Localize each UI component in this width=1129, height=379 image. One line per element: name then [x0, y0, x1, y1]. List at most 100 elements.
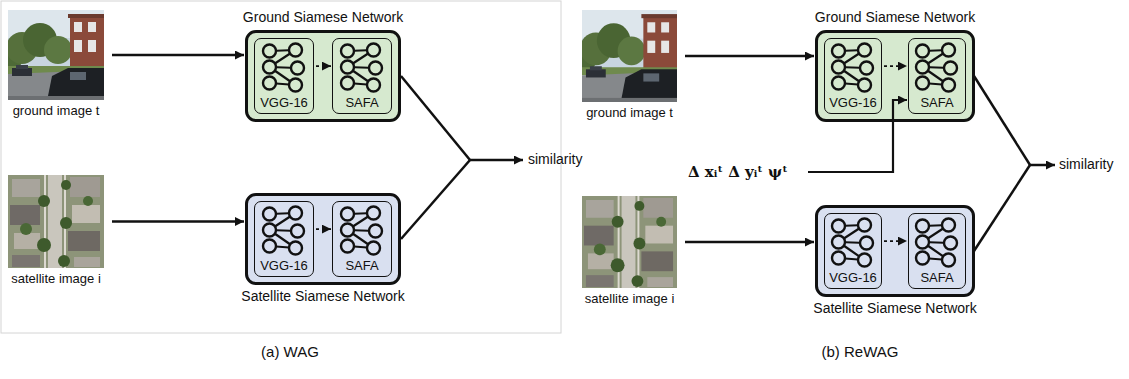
module-name: SAFA: [909, 95, 965, 111]
network-glyph-node: [916, 252, 929, 265]
photo-detail: [37, 238, 51, 252]
photo-detail: [8, 96, 104, 100]
photo-detail: [633, 238, 645, 250]
network-glyph: [909, 41, 964, 95]
merge-line: [974, 76, 1030, 165]
photo-detail: [12, 68, 32, 76]
photo-detail: [588, 253, 614, 269]
photo-detail: [48, 68, 104, 96]
network-glyph-node: [916, 77, 929, 90]
photo-detail: [612, 216, 624, 228]
input-arrow: [112, 220, 244, 223]
network-glyph-node: [858, 219, 871, 232]
network-glyph-node: [289, 79, 302, 92]
similarity-label: similarity: [528, 151, 582, 168]
photo-detail: [74, 22, 82, 32]
network-glyph-node: [341, 240, 354, 253]
photo-detail: [622, 196, 636, 288]
network-glyph-node: [860, 237, 873, 250]
network-glyph: [333, 41, 390, 95]
network-glyph-node: [832, 45, 845, 58]
photo-detail: [88, 40, 96, 52]
input-arrow: [112, 54, 244, 57]
dotted-arrow: [316, 65, 331, 67]
photo-detail: [8, 175, 104, 268]
network-glyph: [909, 216, 964, 270]
image-caption: ground image t: [560, 105, 700, 121]
vgg-module: VGG-16: [254, 201, 314, 277]
box-fill: [824, 38, 882, 114]
photo-detail: [594, 243, 606, 255]
network-glyph-node: [263, 61, 276, 74]
network-glyph-node: [916, 220, 929, 233]
box-fill: [245, 30, 401, 122]
satellite-network-box: Satellite Siamese NetworkVGG-16SAFA: [245, 193, 401, 285]
network-glyph-node: [860, 62, 873, 75]
photo-detail: [647, 41, 655, 53]
network-glyph-node: [832, 61, 845, 74]
photo-detail: [643, 16, 677, 73]
merge-line: [974, 165, 1030, 251]
photo-detail: [590, 66, 602, 70]
photo-detail: [60, 217, 72, 229]
network-glyph-node: [289, 44, 302, 57]
network-glyph-node: [367, 242, 380, 255]
network-glyph-node: [341, 77, 354, 90]
photo-detail: [647, 277, 673, 287]
network-glyph-node: [263, 240, 276, 253]
module-name: VGG-16: [825, 95, 881, 111]
module-name: SAFA: [333, 95, 391, 111]
box-fill: [815, 205, 975, 297]
network-glyph: [825, 41, 880, 95]
photo-detail: [586, 200, 614, 218]
pose-input-label: Δ xᵢᵗ Δ yᵢᵗ ψᵗ: [688, 163, 788, 181]
image-caption: satellite image i: [560, 291, 700, 307]
photo-detail: [622, 69, 677, 98]
similarity-arrow: [470, 159, 523, 162]
photo-detail: [641, 14, 677, 18]
pose-input-arrow: [808, 100, 907, 172]
network-glyph-node: [341, 224, 354, 237]
photo-detail: [582, 98, 677, 102]
network-glyph-node: [942, 79, 955, 92]
photo-detail: [634, 201, 644, 211]
photo-detail: [618, 37, 646, 66]
network-glyph-node: [942, 219, 955, 232]
box-fill: [815, 30, 975, 122]
dotted-arrow: [884, 240, 907, 242]
network-glyph-node: [263, 77, 276, 90]
module-name: SAFA: [909, 270, 965, 286]
network-title: Ground Siamese Network: [765, 9, 1025, 26]
network-title: Ground Siamese Network: [193, 9, 453, 26]
photo-detail: [70, 72, 86, 80]
photo-detail: [68, 14, 104, 18]
box-fill: [332, 38, 392, 114]
network-glyph-node: [289, 207, 302, 220]
vgg-module: VGG-16: [824, 213, 882, 289]
box-fill: [824, 213, 882, 289]
photo-detail: [44, 36, 72, 64]
network-glyph-node: [916, 236, 929, 249]
photo-detail: [14, 233, 40, 249]
photo-detail: [584, 226, 614, 246]
network-glyph: [255, 204, 312, 258]
network-glyph-node: [942, 44, 955, 57]
photo-detail: [586, 69, 606, 77]
photo-detail: [74, 257, 100, 267]
label-holder: Δ xᵢᵗ Δ yᵢᵗ ψᵗ: [688, 163, 788, 181]
box-fill: [254, 201, 314, 277]
network-glyph-node: [369, 225, 382, 238]
network-glyph-node: [832, 220, 845, 233]
photo-detail: [16, 65, 28, 69]
network-glyph-node: [858, 254, 871, 267]
photo-detail: [44, 175, 46, 268]
street-photo: [582, 10, 677, 102]
photo-detail: [656, 217, 666, 227]
module-name: VGG-16: [825, 270, 881, 286]
network-glyph-node: [916, 45, 929, 58]
image-caption: satellite image i: [0, 271, 126, 287]
photo-detail: [68, 231, 100, 251]
network-glyph-node: [944, 237, 957, 250]
